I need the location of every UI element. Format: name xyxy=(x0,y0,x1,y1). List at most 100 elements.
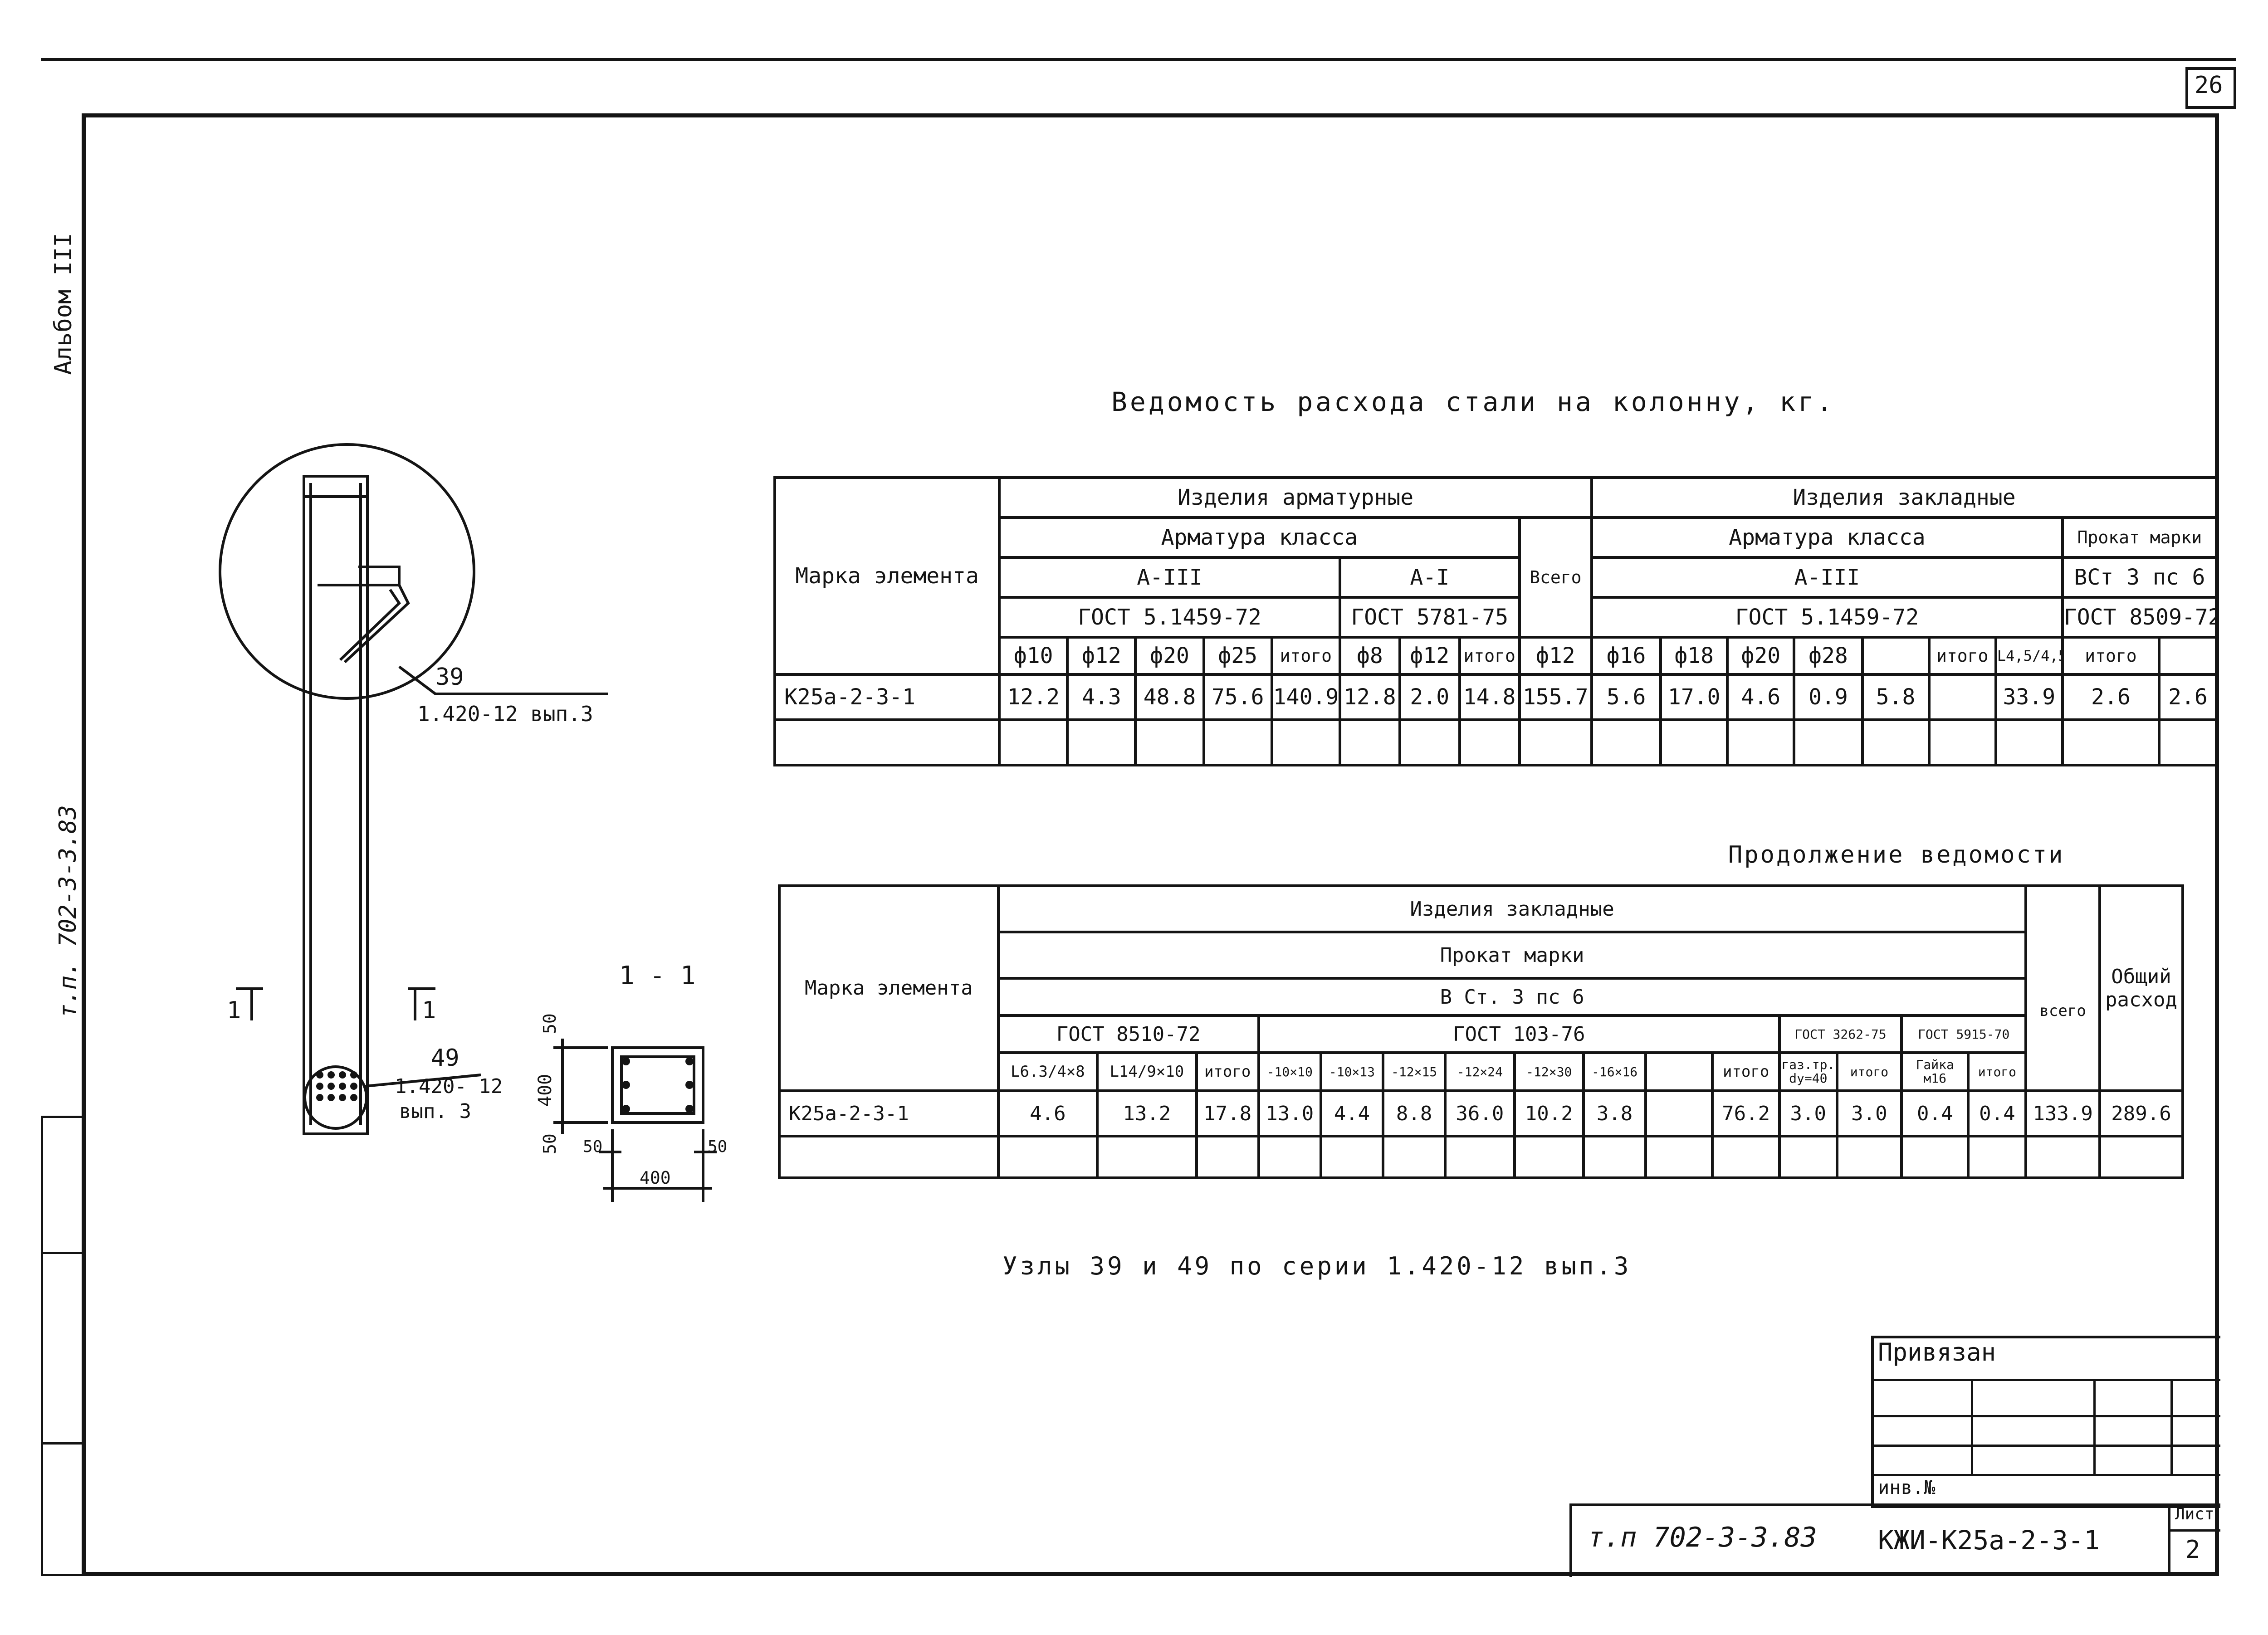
value-cell: 8.8 xyxy=(1382,1089,1447,1137)
sub-header: L4,5/4,5×5 xyxy=(1994,636,2064,676)
class-a3-header-2: А-III xyxy=(1590,556,2064,599)
steel-consumption-table: Марка элемента Изделия арматурные Издели… xyxy=(773,476,2219,766)
rolled-grade-header: Прокат марки xyxy=(2061,516,2219,559)
value-cell: 36.0 xyxy=(1444,1089,1516,1137)
mark-header: Марка элемента xyxy=(773,476,1001,676)
sub-header xyxy=(1861,636,1931,676)
main-title-block xyxy=(1569,1503,2220,1577)
margin-stamp xyxy=(41,1116,82,1576)
dim-50: 50 xyxy=(540,1133,560,1154)
gost-header: ГОСТ 5915-70 xyxy=(1900,1014,2028,1054)
value-cell: 3.0 xyxy=(1835,1089,1903,1137)
margin-line xyxy=(41,1252,82,1254)
sub-header: ф12 xyxy=(1398,636,1461,676)
value-cell: 133.9 xyxy=(2024,1089,2101,1137)
sub-header: итого xyxy=(1711,1051,1781,1092)
leader-39 xyxy=(398,665,608,695)
sub-header: ф12 xyxy=(1518,636,1593,676)
steel-grade-header: В Ст. 3 пс 6 xyxy=(997,977,2028,1017)
column-drawing: 39 1.420-12 вып.3 1 1 49 1.420- 12 вып. … xyxy=(219,443,727,1202)
class-a1-header: А-I xyxy=(1338,556,1521,599)
sub-header: ф8 xyxy=(1338,636,1401,676)
value-cell: 155.7 xyxy=(1518,673,1593,721)
node-39-ref: 1.420-12 вып.3 xyxy=(417,702,593,726)
sheet-number-box xyxy=(2185,67,2236,109)
project-code: т.п 702-3-3.83 xyxy=(1588,1522,1817,1553)
sub-header: -12×24 xyxy=(1444,1051,1516,1092)
steel-grade-header: ВСт 3 пс 6 xyxy=(2061,556,2219,599)
embedded-group-header: Изделия закладные xyxy=(1590,476,2219,519)
class-a3-header: А-III xyxy=(998,556,1341,599)
value-cell: 4.6 xyxy=(1726,673,1796,721)
value-cell: 33.9 xyxy=(1994,673,2064,721)
value-cell: 2.6 xyxy=(2061,673,2160,721)
tied-label: Привязан xyxy=(1878,1338,1996,1367)
value-cell: 289.6 xyxy=(2098,1089,2185,1137)
value-cell: 0.4 xyxy=(1900,1089,1970,1137)
empty-cell xyxy=(773,718,1001,766)
column-outline xyxy=(303,475,369,1135)
table2-title: Продолжение ведомости xyxy=(1728,841,2065,869)
sub-header: ф18 xyxy=(1659,636,1729,676)
value-cell: 12.8 xyxy=(1338,673,1401,721)
row-mark: К25а-2-3-1 xyxy=(773,673,1001,721)
leader-49 xyxy=(365,1074,481,1088)
sub-header: -12×15 xyxy=(1382,1051,1447,1092)
sub-header: ф16 xyxy=(1590,636,1662,676)
value-cell: 75.6 xyxy=(1202,673,1273,721)
value-cell: 10.2 xyxy=(1513,1089,1585,1137)
sub-header xyxy=(1644,1051,1714,1092)
rebar-class-header: Арматура класса xyxy=(998,516,1521,559)
overall-header: Общий расход xyxy=(2098,884,2185,1092)
gost-header: ГОСТ 5781-75 xyxy=(1338,596,1521,639)
value-cell: 4.6 xyxy=(997,1089,1099,1137)
gost-header: ГОСТ 8510-72 xyxy=(997,1014,1260,1054)
value-cell: 4.3 xyxy=(1066,673,1137,721)
value-cell: 48.8 xyxy=(1134,673,1205,721)
node-49-circle xyxy=(303,1065,368,1130)
rebar-dots xyxy=(316,1057,694,1113)
value-cell: 12.2 xyxy=(998,673,1069,721)
reinf-group-header: Изделия арматурные xyxy=(998,476,1593,519)
table1-title: Ведомость расхода стали на колонну, кг. xyxy=(1111,386,1835,417)
value-cell xyxy=(1644,1089,1714,1137)
node-49-label: 49 xyxy=(431,1044,459,1072)
sub-header: итого xyxy=(1195,1051,1260,1092)
sub-header: газ.тр. dу=40 xyxy=(1778,1051,1838,1092)
sub-header: итого xyxy=(1835,1051,1903,1092)
sub-header: итого xyxy=(1967,1051,2028,1092)
sub-header: ф20 xyxy=(1726,636,1796,676)
value-cell: 76.2 xyxy=(1711,1089,1781,1137)
value-cell: 5.8 xyxy=(1861,673,1931,721)
sub-header: итого xyxy=(1927,636,1997,676)
rolled-grade-header: Прокат марки xyxy=(997,931,2028,980)
value-cell: 4.4 xyxy=(1319,1089,1385,1137)
sheet-corner-number: 26 xyxy=(2195,72,2223,99)
tie-in-stamp xyxy=(1871,1336,2220,1508)
gost-header: ГОСТ 8509-72 xyxy=(2061,596,2219,639)
total-header: всего xyxy=(2024,932,2101,1092)
sub-header: ф10 xyxy=(998,636,1069,676)
value-cell: 17.8 xyxy=(1195,1089,1260,1137)
value-cell: 13.0 xyxy=(1257,1089,1322,1137)
value-cell: 2.6 xyxy=(2157,673,2219,721)
sub-header: -10×10 xyxy=(1257,1051,1322,1092)
value-cell: 0.4 xyxy=(1967,1089,2028,1137)
sheet-number: 2 xyxy=(2185,1535,2200,1564)
sub-header: ф20 xyxy=(1134,636,1205,676)
section-mark-right: 1 xyxy=(422,997,436,1024)
embedded-group-header: Изделия закладные xyxy=(997,884,2028,933)
sub-header: -12×30 xyxy=(1513,1051,1585,1092)
drawing-frame xyxy=(82,113,2219,1576)
row-mark: К25а-2-3-1 xyxy=(778,1089,1000,1137)
bracket-rebar xyxy=(318,566,401,586)
value-cell: 3.8 xyxy=(1582,1089,1647,1137)
value-cell: 17.0 xyxy=(1659,673,1729,721)
sub-header: итого xyxy=(2061,636,2160,676)
gost-header: ГОСТ 5.1459-72 xyxy=(998,596,1341,639)
drawing-code: КЖИ-К25а-2-3-1 xyxy=(1878,1525,2100,1556)
dim-50: 50 xyxy=(583,1137,602,1156)
total-header: Всего xyxy=(1518,516,1593,639)
node-49-ref: 1.420- 12 xyxy=(395,1075,503,1098)
sub-header: -16×16 xyxy=(1582,1051,1647,1092)
